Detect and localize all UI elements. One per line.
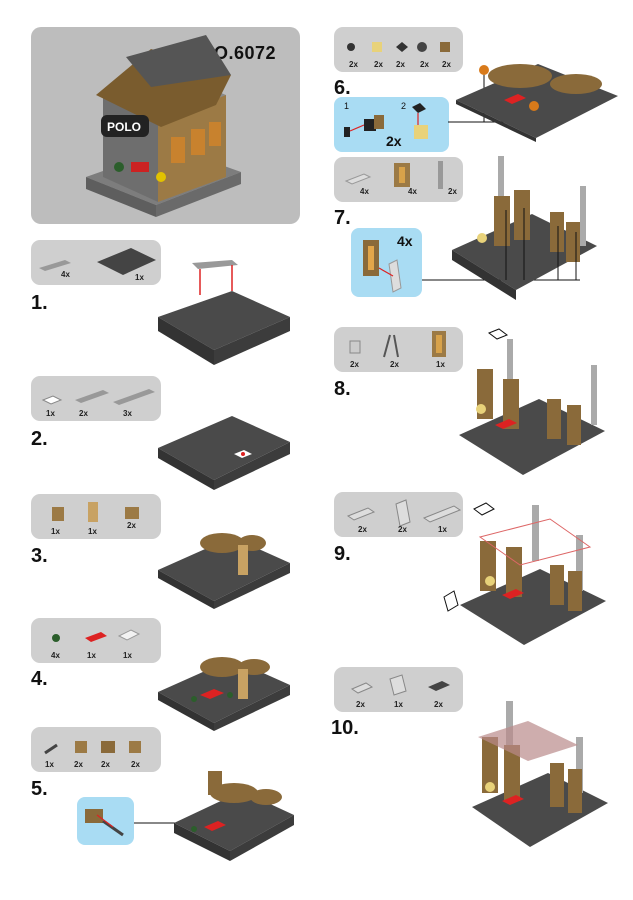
lever-icon (44, 741, 141, 755)
step-number: 2. (31, 428, 48, 450)
step-number: 3. (31, 545, 48, 567)
cover-panel: NO.6072 POLO (31, 27, 300, 224)
step8-parts-icons (349, 331, 446, 358)
plate-1x4-icon (39, 260, 71, 271)
step8-parts-panel: 2x 2x 1x (334, 327, 463, 372)
step1-parts-panel: 4x 1x (31, 240, 161, 285)
step9-parts-panel: 2x 2x 1x (334, 492, 463, 537)
brick-1x1-icon (52, 502, 139, 522)
qty-label: 1x (438, 525, 447, 534)
step-number: 5. (31, 778, 48, 800)
step-number: 6. (334, 77, 351, 99)
step7-assembly-image (422, 156, 597, 300)
step4-assembly-image (158, 657, 290, 731)
qty-label: 4x (408, 187, 417, 196)
step2-parts-panel: 1x 2x 3x (31, 376, 161, 421)
step-number: 7. (334, 207, 351, 229)
step7-parts-icons (344, 161, 443, 189)
qty-label: 2x (350, 360, 359, 369)
qty-label: 2x (448, 187, 457, 196)
step-number: 4. (31, 668, 48, 690)
qty-label: 2x (390, 360, 399, 369)
step4-parts-panel: 4x 1x 1x (31, 618, 161, 663)
qty-label: 1x (88, 527, 97, 536)
step-number: 9. (334, 543, 351, 565)
qty-label: 3x (123, 409, 132, 418)
qty-label: 1x (46, 409, 55, 418)
step8-assembly-image (459, 328, 605, 475)
step6-parts-panel: 2x 2x 2x 2x 2x (334, 27, 463, 72)
qty-label: 1x (436, 360, 445, 369)
tile-2x2-icon (41, 389, 155, 405)
step-number: 8. (334, 378, 351, 400)
qty-label: 2x (374, 60, 383, 69)
callout-part-image (363, 240, 402, 293)
qty-label: 2x (131, 760, 140, 769)
step3-parts-panel: 1x 1x 2x (31, 494, 161, 539)
step10-parts-icons (350, 674, 450, 696)
step5-callout (77, 797, 134, 845)
qty-label: 1x (394, 700, 403, 709)
step9-parts-icons (346, 499, 462, 527)
qty-label: 1x (87, 651, 96, 660)
callout-qty-label: 2x (386, 133, 402, 149)
step2-assembly-image (158, 416, 290, 490)
qty-label: 1x (135, 273, 144, 282)
qty-label: 1x (51, 527, 60, 536)
qty-label: 2x (442, 60, 451, 69)
baseplate-8x8-icon (97, 248, 156, 275)
step10-parts-panel: 2x 1x 2x (334, 667, 463, 712)
qty-label: 2x (127, 521, 136, 530)
qty-label: 2x (74, 760, 83, 769)
qty-label: 2x (101, 760, 110, 769)
qty-label: 2x (420, 60, 429, 69)
step-number: 1. (31, 292, 48, 314)
step6-assembly-image (448, 64, 618, 142)
callout-qty-label: 4x (397, 233, 413, 249)
step6-callout: 1 2 2x (334, 97, 449, 152)
step7-parts-panel: 4x 4x 2x (334, 157, 463, 202)
qty-label: 2x (434, 700, 443, 709)
step5-assembly-image (134, 771, 294, 861)
plant-icon (52, 629, 141, 642)
qty-label: 1x (45, 760, 54, 769)
step7-callout: 4x (351, 228, 422, 297)
qty-label: 4x (61, 270, 70, 279)
step6-parts-icons (347, 42, 450, 52)
step5-parts-panel: 1x 2x 2x 2x (31, 727, 161, 772)
substep-1-label: 1 (344, 101, 350, 111)
qty-label: 2x (356, 700, 365, 709)
qty-label: 4x (360, 187, 369, 196)
qty-label: 4x (51, 651, 60, 660)
step3-assembly-image (158, 533, 290, 609)
callout-part-image (344, 103, 428, 139)
step10-assembly-image (472, 701, 608, 847)
qty-label: 2x (349, 60, 358, 69)
step9-assembly-image (443, 502, 606, 645)
step-number: 10. (331, 717, 359, 739)
qty-label: 2x (398, 525, 407, 534)
step1-assembly-image (158, 260, 290, 365)
cover-building-image: POLO (86, 35, 241, 217)
qty-label: 2x (396, 60, 405, 69)
qty-label: 2x (358, 525, 367, 534)
callout-part-image (85, 809, 124, 837)
svg-text:POLO: POLO (107, 120, 141, 134)
qty-label: 1x (123, 651, 132, 660)
qty-label: 2x (79, 409, 88, 418)
substep-2-label: 2 (401, 101, 407, 111)
